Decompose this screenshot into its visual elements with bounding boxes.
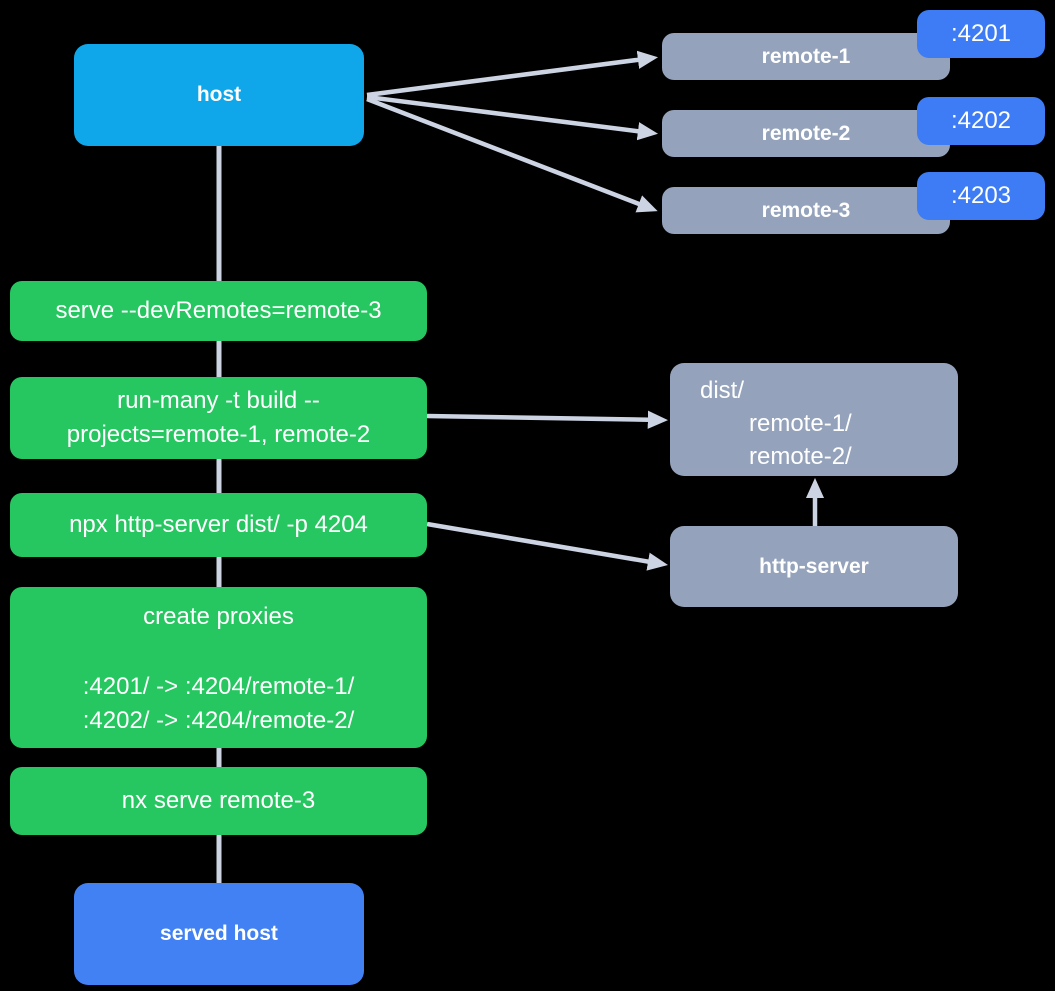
command-create-proxies-title: create proxies	[143, 603, 294, 630]
remote-2-label: remote-2	[761, 121, 851, 145]
command-npx-http-server: npx http-server dist/ -p 4204	[10, 493, 427, 557]
remote-1-node: remote-1	[662, 33, 950, 80]
port-badge-4202-label: :4202	[950, 107, 1012, 134]
command-run-many-build-line-2: projects=remote-1, remote-2	[66, 421, 371, 448]
remote-2-node: remote-2	[662, 110, 950, 157]
edge-run-many-to-dist	[426, 410, 669, 429]
http-server-label: http-server	[759, 554, 869, 578]
http-server-node: http-server	[670, 526, 958, 607]
port-badge-4202: :4202	[917, 97, 1045, 145]
remote-3-label: remote-3	[761, 198, 851, 222]
command-create-proxies-mapping-2: :4202/ -> :4204/remote-2/	[82, 707, 355, 734]
served-host-node: served host	[74, 883, 364, 985]
command-npx-http-server-text: npx http-server dist/ -p 4204	[69, 511, 368, 538]
dist-folder-root: dist/	[700, 377, 745, 404]
command-run-many-build-line-1: run-many -t build --	[117, 387, 320, 414]
dist-folder-remote-2: remote-2/	[749, 443, 852, 470]
edge-host-to-remote-3	[366, 96, 658, 213]
command-create-proxies: create proxies :4201/ -> :4204/remote-1/…	[10, 587, 427, 748]
port-badge-4201: :4201	[917, 10, 1045, 58]
edge-host-to-remote-2	[366, 94, 659, 141]
command-create-proxies-mapping-1: :4201/ -> :4204/remote-1/	[82, 673, 355, 700]
edge-npx-to-http-server	[426, 521, 668, 571]
command-serve-dev-remotes: serve --devRemotes=remote-3	[10, 281, 427, 341]
port-badge-4203-label: :4203	[950, 182, 1012, 209]
command-serve-dev-remotes-text: serve --devRemotes=remote-3	[55, 297, 382, 324]
host-node: host	[74, 44, 364, 146]
dist-folder-remote-1: remote-1/	[749, 410, 852, 437]
host-label: host	[196, 83, 242, 106]
remote-1-label: remote-1	[761, 44, 851, 68]
command-run-many-build: run-many -t build -- projects=remote-1, …	[10, 377, 427, 459]
edge-host-to-remote-1	[366, 50, 659, 98]
port-badge-4201-label: :4201	[950, 20, 1012, 47]
remote-3-node: remote-3	[662, 187, 950, 234]
command-nx-serve-remote-3: nx serve remote-3	[10, 767, 427, 835]
port-badge-4203: :4203	[917, 172, 1045, 220]
served-host-label: served host	[160, 922, 278, 945]
dist-folder-node: dist/ remote-1/ remote-2/	[670, 363, 958, 476]
command-nx-serve-remote-3-text: nx serve remote-3	[121, 787, 316, 814]
